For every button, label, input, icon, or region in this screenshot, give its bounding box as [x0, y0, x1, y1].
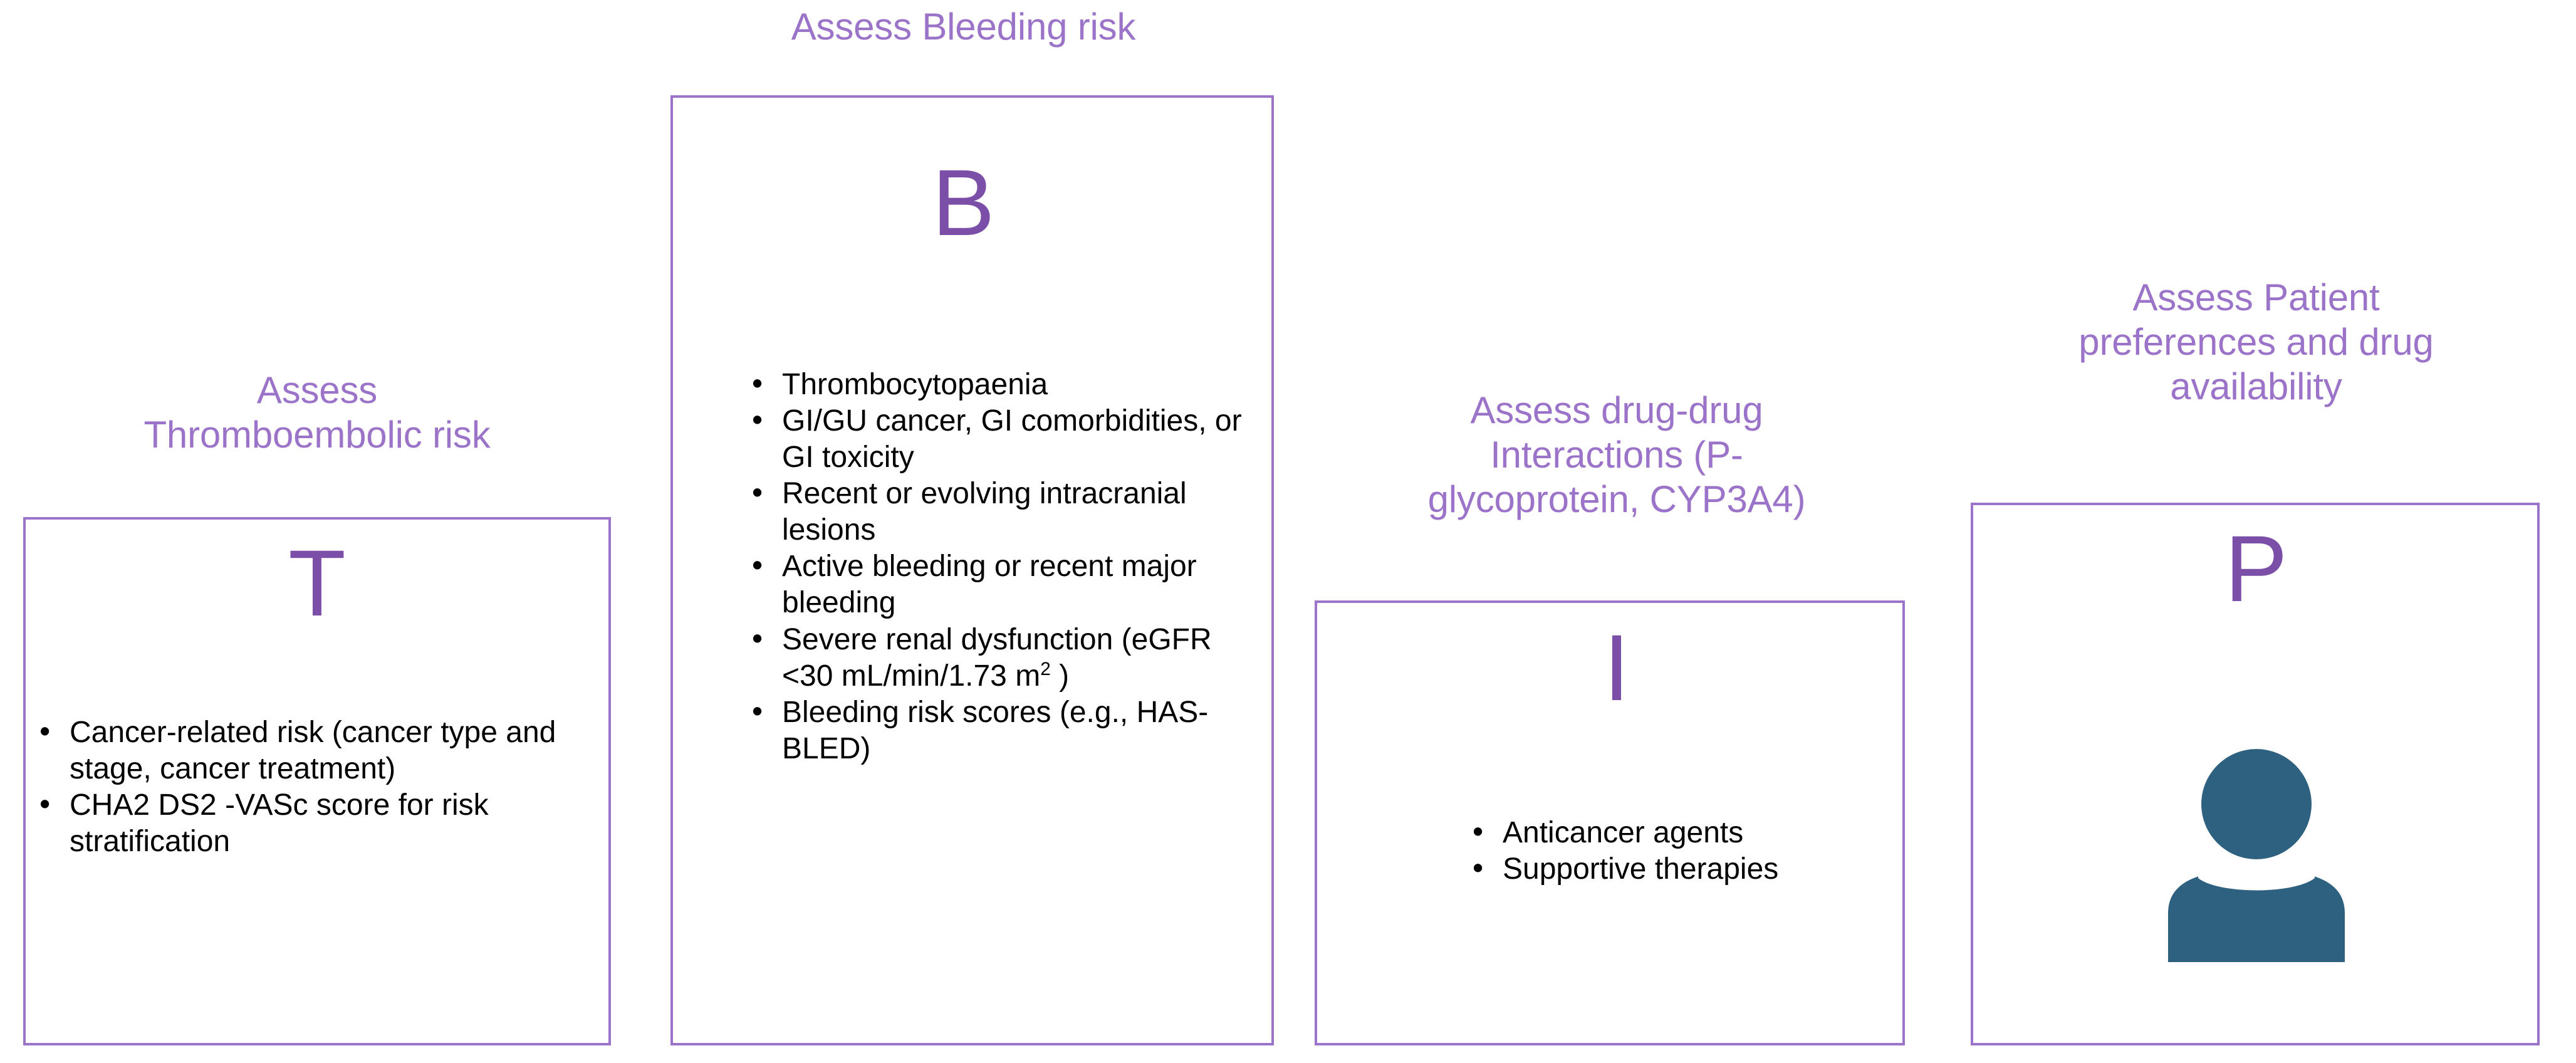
panel-p-letter: P — [2224, 516, 2288, 621]
panel-b-header: Assess Bleeding risk — [791, 6, 1136, 48]
list-item-egfr: Severe renal dysfunction (eGFR <30 mL/mi… — [747, 621, 1267, 694]
panel-p-header: Assess Patient preferences and drug avai… — [2078, 276, 2434, 407]
panel-b-letter: B — [932, 150, 995, 255]
panel-bleeding-risk: Assess Bleeding risk B Thrombocytopaenia… — [639, 0, 1288, 1063]
panel-i-letter: I — [1603, 615, 1630, 720]
panel-patient-preferences: Assess Patient preferences and drug avai… — [1936, 263, 2576, 1063]
list-item: Bleeding risk scores (e.g., HAS-BLED) — [747, 693, 1267, 767]
list-item: GI/GU cancer, GI comorbidities, or GI to… — [747, 402, 1267, 476]
list-item: CHA2 DS2 -VASc score for risk stratifica… — [34, 786, 567, 860]
list-item: Cancer-related risk (cancer type and sta… — [34, 713, 567, 787]
person-icon — [1936, 749, 2576, 965]
panel-t-bullet-list: Cancer-related risk (cancer type and sta… — [34, 713, 567, 860]
list-item: Anticancer agents — [1468, 814, 1869, 851]
panel-thromboembolic-risk: Assess Thromboembolic risk T Cancer-rela… — [0, 351, 634, 1063]
panel-i-bullet-list: Anticancer agents Supportive therapies — [1468, 814, 1869, 888]
list-item: Thrombocytopaenia — [747, 365, 1267, 403]
list-item: Active bleeding or recent major bleeding — [747, 547, 1267, 621]
list-item: Supportive therapies — [1468, 850, 1869, 888]
egfr-text-after: ) — [1050, 659, 1070, 693]
panel-drug-interactions: Assess drug-drug Interactions (P- glycop… — [1291, 376, 1942, 1063]
panel-b-bullet-list: Thrombocytopaenia GI/GU cancer, GI comor… — [747, 365, 1267, 767]
panel-t-header: Assess Thromboembolic risk — [143, 369, 491, 456]
panel-t-letter: T — [288, 530, 346, 636]
list-item: Recent or evolving intracranial lesions — [747, 474, 1267, 548]
egfr-superscript: 2 — [1040, 658, 1051, 679]
egfr-text-before: Severe renal dysfunction (eGFR <30 mL/mi… — [782, 622, 1212, 693]
panel-i-header: Assess drug-drug Interactions (P- glycop… — [1427, 389, 1806, 520]
